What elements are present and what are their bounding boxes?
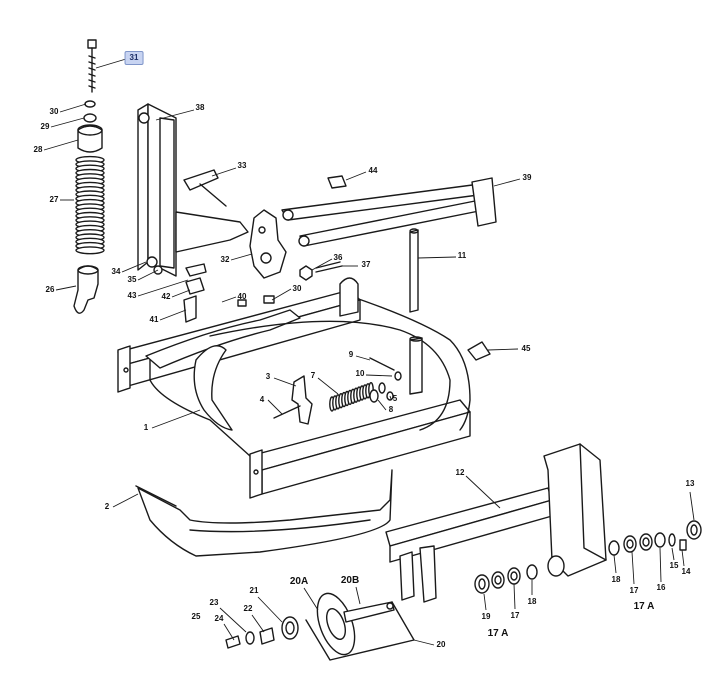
callout-2: 2: [104, 502, 110, 511]
callout-4: 4: [259, 395, 265, 404]
callout-25: 25: [191, 612, 201, 621]
callout-44: 44: [368, 166, 378, 175]
small-plate-part: [327, 175, 347, 189]
callout-40: 40: [237, 292, 247, 301]
callout-26: 26: [45, 285, 55, 294]
callout-17A-right: 17 A: [633, 601, 655, 612]
callout-34: 34: [111, 267, 121, 276]
main-frame-part: [117, 277, 471, 499]
callout-36: 36: [333, 253, 343, 262]
callout-12: 12: [455, 468, 465, 477]
bearing-set-left: [474, 564, 538, 594]
callout-8: 8: [388, 405, 394, 414]
bushing-part: [77, 124, 103, 153]
guide-rod-part: [409, 228, 419, 313]
bearing-set-right: [608, 520, 702, 556]
guard-plate-part: [135, 469, 393, 557]
callout-3: 3: [265, 372, 271, 381]
callout-35: 35: [127, 275, 137, 284]
callout-17A-left: 17 A: [487, 628, 509, 639]
washer-nut-parts: [369, 357, 402, 403]
callout-13: 13: [685, 479, 695, 488]
callout-20: 20: [436, 640, 446, 649]
callout-43: 43: [127, 291, 137, 300]
callout-17-right: 17: [629, 586, 639, 595]
callout-39: 39: [522, 173, 532, 182]
linkage-bar-part: [281, 177, 497, 247]
axle-beam-part: [385, 443, 607, 603]
callout-24: 24: [214, 614, 224, 623]
callout-37: 37: [361, 260, 371, 269]
callout-18-right: 18: [611, 575, 621, 584]
clip-parts: [183, 263, 275, 323]
fork-part: [291, 375, 313, 425]
callout-19: 19: [481, 612, 491, 621]
callout-17-left: 17: [510, 611, 520, 620]
callout-11: 11: [457, 251, 467, 260]
callout-7: 7: [310, 371, 316, 380]
callout-5: 5: [392, 394, 398, 403]
callout-20A: 20A: [289, 576, 309, 587]
cam-plate-part: [249, 209, 287, 279]
callout-32: 32: [220, 255, 230, 264]
hook-part: [73, 265, 99, 314]
leader-lines: [43, 58, 695, 646]
compression-spring-part: [329, 382, 374, 412]
callout-20B: 20B: [340, 575, 360, 586]
callout-22: 22: [243, 604, 253, 613]
coil-spring-part: [75, 155, 105, 255]
hub-cap-parts: [225, 616, 299, 649]
cotter-pin-part: [315, 261, 343, 273]
bolt-part: [87, 39, 97, 93]
callout-38: 38: [195, 103, 205, 112]
callout-10: 10: [355, 369, 365, 378]
callout-45: 45: [521, 344, 531, 353]
callout-31[interactable]: 31: [124, 51, 144, 65]
linkage-bracket-part: [175, 169, 249, 253]
castle-nut-part: [299, 265, 313, 281]
wheel-hub-part: [305, 592, 415, 661]
callout-14: 14: [681, 567, 691, 576]
callout-30-lower: 30: [292, 284, 302, 293]
callout-28: 28: [33, 145, 43, 154]
washer-part: [84, 100, 96, 108]
callout-9: 9: [348, 350, 354, 359]
retaining-clip-part: [467, 341, 491, 361]
callout-42: 42: [161, 292, 171, 301]
callout-18-left: 18: [527, 597, 537, 606]
nut-part: [83, 113, 97, 123]
callout-16: 16: [656, 583, 666, 592]
callout-41: 41: [149, 315, 159, 324]
callout-29: 29: [40, 122, 50, 131]
callout-27: 27: [49, 195, 59, 204]
callout-23: 23: [209, 598, 219, 607]
pin-part: [273, 405, 301, 419]
callout-21: 21: [249, 586, 259, 595]
lever-arm-part: [137, 103, 177, 277]
callout-30-top: 30: [49, 107, 59, 116]
callout-1: 1: [143, 423, 149, 432]
callout-15: 15: [669, 561, 679, 570]
callout-33: 33: [237, 161, 247, 170]
